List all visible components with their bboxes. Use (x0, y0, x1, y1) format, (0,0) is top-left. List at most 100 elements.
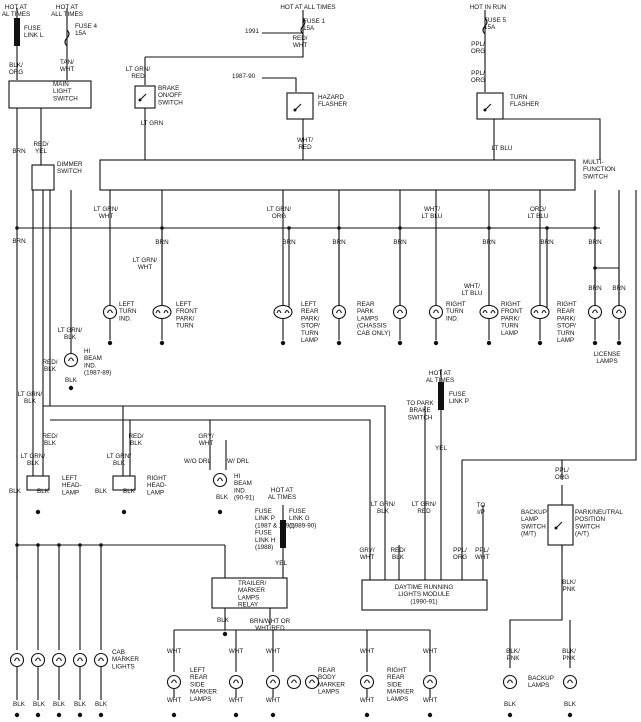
dual-bulb-icon (152, 304, 172, 320)
dimmer-switch-box (31, 164, 55, 191)
bulb-filament (290, 679, 298, 684)
wire-label: RED/BLK (42, 359, 57, 373)
ground-symbol (616, 340, 622, 346)
bulb-icon (212, 472, 228, 488)
ground-symbol (35, 509, 41, 515)
ground-symbol (427, 712, 433, 718)
wire-label: BRN (612, 285, 626, 292)
splice-dot (15, 543, 19, 547)
ground-symbol (222, 631, 228, 637)
ground-symbol (280, 340, 286, 346)
bulb-icon (422, 674, 438, 690)
wire-label: WHT (229, 648, 243, 655)
ground-symbol (217, 509, 223, 515)
wire-label: BRN (12, 148, 26, 155)
bulb-icon (392, 304, 408, 320)
bulb-icon (63, 352, 79, 368)
wire (562, 190, 637, 461)
wire-label: WHT/LT BLU (462, 283, 483, 297)
splice-dot (545, 226, 549, 230)
splice-dot (398, 226, 402, 230)
w-drl-label: W/ DRL (227, 458, 250, 465)
wire-label: BRN (482, 239, 496, 246)
bulb-filament (155, 309, 169, 314)
wire-label: BLK (95, 488, 108, 495)
wire-label: LT GRN/WHT (94, 206, 119, 220)
drl-module-box (361, 579, 488, 611)
ground-symbol (364, 712, 370, 718)
wire-label: BLK/PNK (562, 648, 576, 662)
wire-label: BRN (282, 239, 296, 246)
wire-label: BRN (332, 239, 346, 246)
bulb-filament (216, 477, 224, 482)
wire-label: BLK/ORG (9, 62, 23, 76)
bulb-filament (426, 679, 434, 684)
bulb-filament (106, 309, 114, 314)
ground-symbol (567, 712, 573, 718)
bulb-filament (396, 309, 404, 314)
wire-label: BRN (540, 239, 554, 246)
wire-label: BRN (588, 285, 602, 292)
wire-label: RED/BLK (42, 433, 57, 447)
wire-label: RED/YEL (33, 141, 48, 155)
splice-dot (99, 543, 103, 547)
ground-symbol (121, 509, 127, 515)
wire-label: BLK (123, 488, 136, 495)
wire-label: BLK (74, 701, 87, 708)
ground-symbol (159, 340, 165, 346)
bulb-filament (533, 309, 547, 314)
wire-label: BRN (393, 239, 407, 246)
dual-bulb-icon (273, 304, 293, 320)
bulb-icon (265, 674, 281, 690)
bulb-filament (276, 309, 290, 314)
ground-symbol (486, 340, 492, 346)
splice-dot (593, 266, 597, 270)
wire-label: LT GRN/ORG (267, 206, 292, 220)
ground-symbol (68, 385, 74, 391)
wire-label: WHT (423, 697, 437, 704)
wire-label: YEL (275, 560, 287, 567)
bulb-icon (587, 304, 603, 320)
wire-label: BRN (155, 239, 169, 246)
bulb-filament (566, 679, 574, 684)
wire-label: LT GRN/WHT (133, 257, 158, 271)
wire (50, 419, 371, 580)
bulb-icon (611, 304, 627, 320)
component-shapes (8, 17, 627, 718)
wire-label: WHT (423, 648, 437, 655)
bulb-filament (170, 679, 178, 684)
wire-label: BRN (12, 238, 26, 245)
year-1987-90-label: 1987-90 (232, 73, 256, 80)
ground-symbol (397, 340, 403, 346)
fuse-icon (482, 17, 488, 35)
wire-label: LT GRN/BLK (107, 453, 132, 467)
year-1991-label: 1991 (245, 28, 260, 35)
ground-symbol (270, 712, 276, 718)
ground-symbol (433, 340, 439, 346)
wire-label: WHT/RED (297, 137, 313, 151)
wire-label: BLK (564, 701, 577, 708)
splice-dot (78, 543, 82, 547)
